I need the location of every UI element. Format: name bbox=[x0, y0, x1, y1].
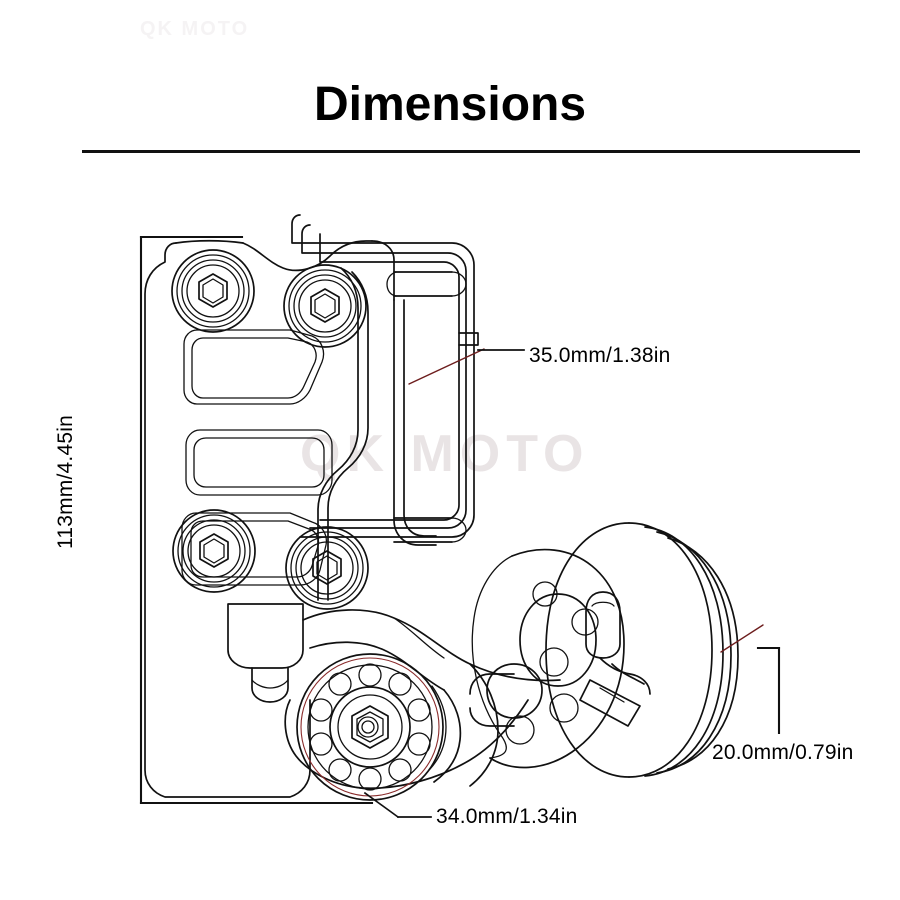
dimension-frame-height bbox=[139, 235, 374, 805]
leader-35mm bbox=[408, 348, 525, 385]
pulley-wheel bbox=[296, 653, 447, 801]
hex-bolt-top-left bbox=[171, 249, 255, 333]
pivot-arm bbox=[284, 609, 561, 790]
dimension-label-35mm: 35.0mm/1.38in bbox=[529, 344, 671, 367]
roller-cylinder bbox=[469, 522, 739, 778]
page-title: Dimensions bbox=[313, 78, 587, 131]
leader-20mm bbox=[720, 624, 781, 735]
bracket-bottom-stem bbox=[227, 603, 304, 703]
dimension-label-113mm: 113mm/4.45in bbox=[54, 415, 77, 549]
leader-34mm bbox=[363, 791, 432, 819]
title-divider bbox=[82, 150, 860, 153]
hex-bolt-bottom-right bbox=[285, 526, 369, 610]
hex-bolt-bottom-left bbox=[172, 509, 256, 593]
hex-bolt-top-right bbox=[283, 264, 367, 348]
dimension-label-20mm: 20.0mm/0.79in bbox=[712, 741, 854, 764]
dimension-label-34mm: 34.0mm/1.34in bbox=[436, 805, 578, 828]
